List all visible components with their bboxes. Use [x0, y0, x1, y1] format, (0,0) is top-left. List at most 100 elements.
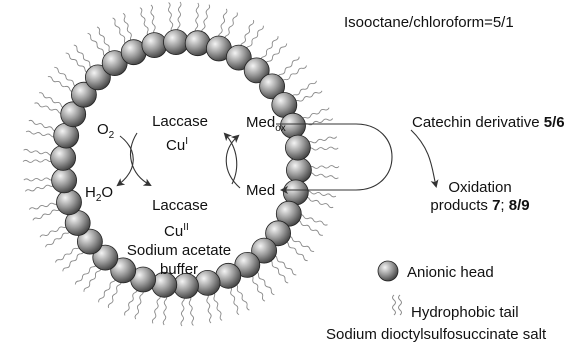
- tail-11-1: [98, 277, 117, 303]
- tail-10-0: [134, 289, 144, 320]
- tail-6-0: [234, 283, 250, 311]
- tail-9-1: [151, 293, 161, 324]
- tail-1-1: [304, 196, 334, 209]
- head-33: [284, 134, 311, 161]
- tail-4-1: [268, 259, 289, 284]
- tail-26-0: [194, 2, 200, 34]
- tail-30-0: [277, 56, 300, 78]
- tail-22-1: [96, 26, 112, 54]
- tail-12-1: [74, 263, 98, 285]
- tail-18-0: [25, 130, 57, 138]
- tail-23-1: [122, 13, 133, 43]
- tail-0-1: [308, 172, 339, 180]
- tail-17-1: [23, 148, 54, 156]
- solvent-label: Isooctane/chloroform=5/1: [344, 14, 514, 31]
- head-0: [285, 157, 312, 184]
- med-ox-label: Medox: [246, 114, 286, 134]
- tail-29-1: [264, 43, 288, 65]
- products-label: products 7; 8/9: [430, 197, 529, 214]
- tail-5-0: [255, 271, 275, 296]
- med-to-med-ox-arrow: [225, 134, 241, 189]
- legend: Anionic head Hydrophobic tail Sodium dio…: [326, 260, 547, 343]
- head-7: [194, 269, 221, 296]
- head-3: [265, 220, 292, 247]
- tail-4-0: [273, 255, 297, 276]
- buffer-label-line1: Sodium acetate: [127, 242, 231, 259]
- tail-11-0: [107, 280, 122, 309]
- med-label: Med: [246, 182, 275, 199]
- tail-6-1: [229, 285, 240, 315]
- cu-i-label: CuI: [166, 136, 188, 154]
- tail-1-0: [305, 190, 337, 198]
- head-30: [259, 73, 286, 100]
- head-17: [50, 144, 76, 171]
- laccase-cu-i-label: Laccase: [152, 113, 208, 130]
- tail-29-0: [260, 36, 279, 61]
- cu-ii-label: CuII: [164, 222, 189, 240]
- tail-14-0: [45, 230, 71, 248]
- head-15: [56, 189, 82, 216]
- head-4: [251, 237, 278, 264]
- hydrophobic-tails: [22, 1, 340, 327]
- legend-head-label: Anionic head: [407, 264, 494, 281]
- tail-27-1: [224, 12, 238, 41]
- head-28: [225, 44, 252, 71]
- cu-i-to-cu-ii-arrow: [130, 132, 152, 186]
- tail-28-1: [245, 25, 264, 51]
- legend-head-icon: [377, 260, 399, 282]
- head-11: [110, 257, 137, 284]
- tail-33-1: [307, 146, 339, 151]
- legend-tail-icon: [392, 294, 396, 316]
- head-12: [92, 244, 119, 271]
- tail-7-1: [206, 292, 212, 324]
- tail-2-0: [298, 214, 328, 226]
- tail-17-0: [22, 159, 54, 163]
- h2o-label: H2O: [85, 184, 113, 204]
- tail-16-1: [23, 177, 55, 182]
- buffer-label-line2: buffer: [160, 261, 198, 278]
- tail-27-0: [218, 8, 228, 39]
- tail-23-0: [112, 17, 128, 45]
- head-25: [163, 29, 189, 55]
- tail-20-1: [54, 66, 78, 87]
- tail-31-1: [294, 90, 323, 104]
- head-29: [243, 57, 270, 84]
- head-26: [184, 30, 211, 57]
- head-16: [51, 167, 77, 194]
- tail-24-1: [150, 4, 156, 36]
- tail-2-1: [296, 219, 323, 236]
- tail-15-0: [32, 208, 61, 221]
- tail-13-0: [62, 250, 85, 272]
- tail-21-0: [65, 52, 89, 73]
- head-21: [85, 64, 111, 91]
- tail-19-0: [34, 102, 64, 114]
- tail-31-0: [291, 80, 317, 98]
- tail-12-0: [83, 267, 102, 292]
- head-13: [77, 228, 103, 255]
- tail-15-1: [28, 202, 59, 210]
- legend-salt-label: Sodium dioctylsulfosuccinate salt: [326, 326, 547, 343]
- tail-18-1: [28, 119, 58, 132]
- tail-13-1: [55, 245, 81, 263]
- tail-33-0: [307, 136, 338, 144]
- legend-tail-icon-2: [398, 294, 402, 316]
- tail-10-1: [124, 287, 138, 316]
- tail-0-0: [308, 165, 340, 169]
- tail-32-0: [301, 107, 330, 120]
- tail-5-1: [250, 274, 266, 302]
- tail-3-1: [284, 241, 308, 262]
- head-24: [141, 32, 168, 58]
- mediator-shuttle-upper: [276, 123, 393, 191]
- o2-to-h2o-arrow: [116, 135, 134, 187]
- catechin-to-products-arrow: [410, 129, 439, 188]
- tail-9-0: [162, 294, 168, 326]
- laccase-cu-ii-label: Laccase: [152, 197, 208, 214]
- tail-28-0: [240, 19, 255, 48]
- anionic-heads: [50, 29, 312, 299]
- tail-25-1: [177, 1, 182, 33]
- tail-8-1: [180, 295, 185, 327]
- tail-8-0: [188, 295, 195, 326]
- tail-16-0: [24, 184, 55, 192]
- legend-tail-label: Hydrophobic tail: [411, 304, 519, 321]
